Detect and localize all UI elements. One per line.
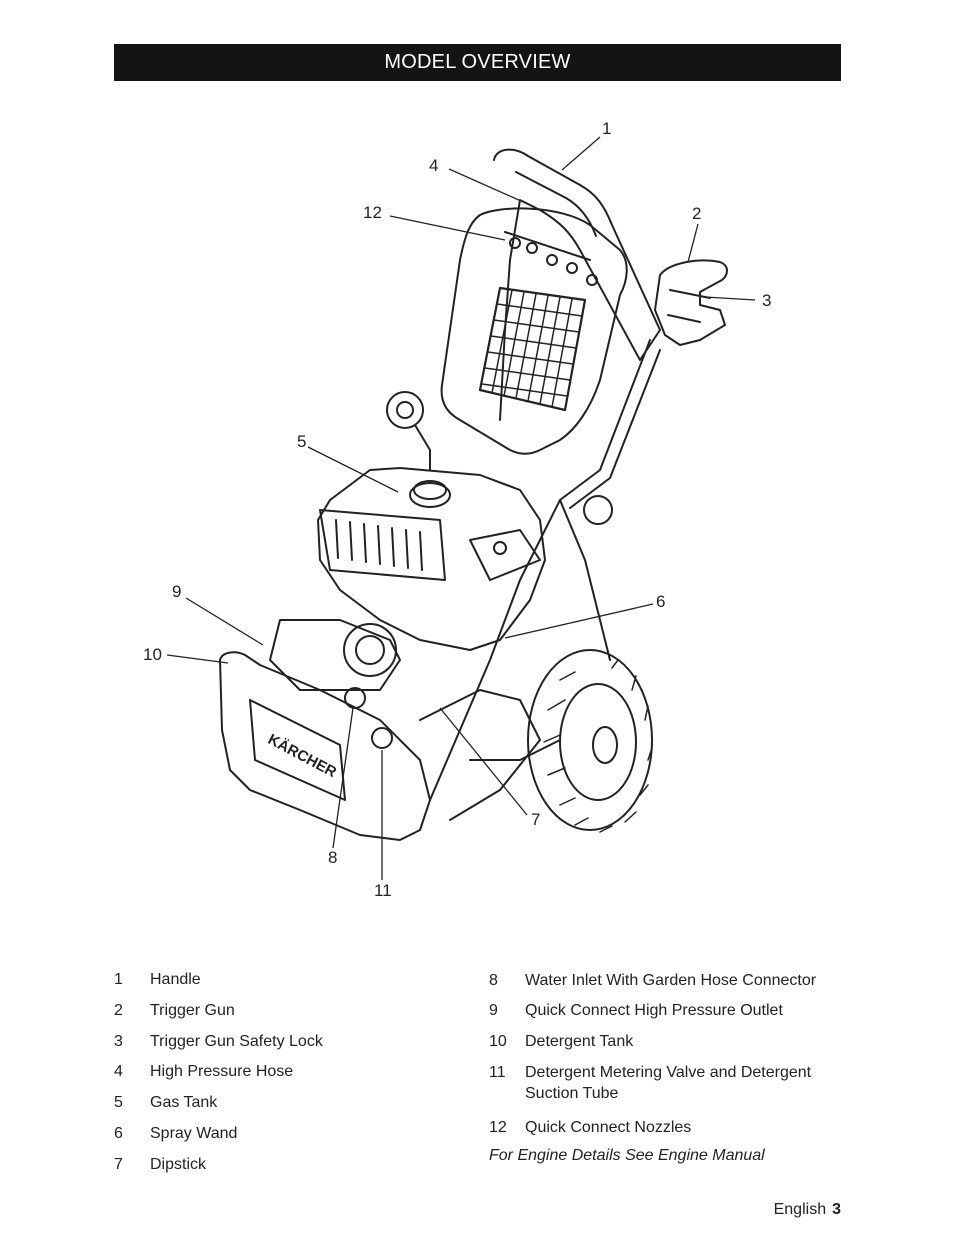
callout-6: 6: [656, 592, 666, 611]
legend-num: 4: [114, 1063, 123, 1080]
leader-lines: [166, 136, 756, 880]
callout-1: 1: [602, 119, 612, 138]
legend-num: 5: [114, 1094, 123, 1111]
legend-item: 10 Detergent Tank: [489, 1032, 834, 1053]
detergent-valve: [371, 727, 393, 749]
legend-num: 10: [489, 1033, 507, 1050]
legend-item: 8 Water Inlet With Garden Hose Connector: [489, 971, 834, 992]
footer-language: English: [773, 1201, 827, 1218]
trigger-gun: [654, 259, 728, 346]
callout-2: 2: [692, 204, 702, 223]
legend-label: Quick Connect Nozzles: [525, 1119, 692, 1136]
legend-label: Quick Connect High Pressure Outlet: [525, 1002, 783, 1019]
detergent-tank: [219, 651, 431, 841]
legend-num: 1: [114, 971, 123, 988]
callout-10: 10: [143, 645, 162, 664]
engine: [317, 467, 546, 651]
legend-item: 3 Trigger Gun Safety Lock: [114, 1032, 414, 1053]
legend-label: Trigger Gun: [150, 1002, 235, 1019]
legend-num: 11: [489, 1064, 506, 1081]
legend-num: 7: [114, 1156, 123, 1173]
gas-cap: [409, 482, 451, 508]
callout-12: 12: [363, 203, 382, 222]
legend-label: Dipstick: [150, 1156, 207, 1173]
wheel: [527, 649, 653, 833]
legend-label: High Pressure Hose: [150, 1063, 294, 1080]
nozzle-holder: [504, 231, 591, 261]
callout-5: 5: [297, 432, 307, 451]
fan-shroud: [319, 509, 446, 581]
callout-9: 9: [172, 582, 182, 601]
legend-label: Detergent Metering Valve and Detergent S…: [525, 1064, 812, 1102]
left-knob: [386, 391, 424, 429]
section-header: MODEL OVERVIEW: [114, 44, 841, 81]
legend-item: 11 Detergent Metering Valve and Detergen…: [489, 1063, 834, 1105]
callout-8: 8: [328, 848, 338, 867]
pump: [269, 619, 401, 691]
legend-label: Gas Tank: [150, 1094, 218, 1111]
pressure-washer-illustration: KÄRCHER: [166, 136, 756, 880]
legend-num: 9: [489, 1002, 498, 1019]
legend-item: 2 Trigger Gun: [114, 1001, 414, 1022]
callout-7: 7: [531, 810, 541, 829]
legend-item: 6 Spray Wand: [114, 1124, 414, 1145]
legend-item: 5 Gas Tank: [114, 1093, 414, 1114]
legend-num: 2: [114, 1002, 123, 1019]
grille: [478, 286, 587, 412]
control-panel: [440, 207, 628, 455]
page-footer: English 3: [774, 1201, 841, 1219]
legend-label: Spray Wand: [150, 1125, 238, 1142]
engine-note: For Engine Details See Engine Manual: [489, 1147, 765, 1164]
callout-3: 3: [762, 291, 772, 310]
legend-label: Handle: [150, 971, 201, 988]
page-number: 3: [832, 1201, 841, 1218]
legend-item: 1 Handle: [114, 970, 414, 991]
legend-item: 4 High Pressure Hose: [114, 1062, 414, 1083]
legend-num: 12: [489, 1119, 507, 1136]
handle-frame: [493, 148, 661, 421]
legend-item: 7 Dipstick: [114, 1155, 414, 1176]
legend-num: 3: [114, 1033, 123, 1050]
legend-num: 6: [114, 1125, 123, 1142]
legend-label: Trigger Gun Safety Lock: [150, 1033, 323, 1050]
spray-wand: [429, 339, 651, 801]
legend-item: 12 Quick Connect Nozzles: [489, 1118, 834, 1139]
legend-item: 9 Quick Connect High Pressure Outlet: [489, 1001, 834, 1022]
legend-label: Water Inlet With Garden Hose Connector: [525, 972, 817, 989]
callout-4: 4: [429, 156, 439, 175]
callout-11: 11: [374, 881, 392, 900]
legend-label: Detergent Tank: [525, 1033, 634, 1050]
section-title: MODEL OVERVIEW: [384, 51, 571, 73]
legend-num: 8: [489, 972, 498, 989]
